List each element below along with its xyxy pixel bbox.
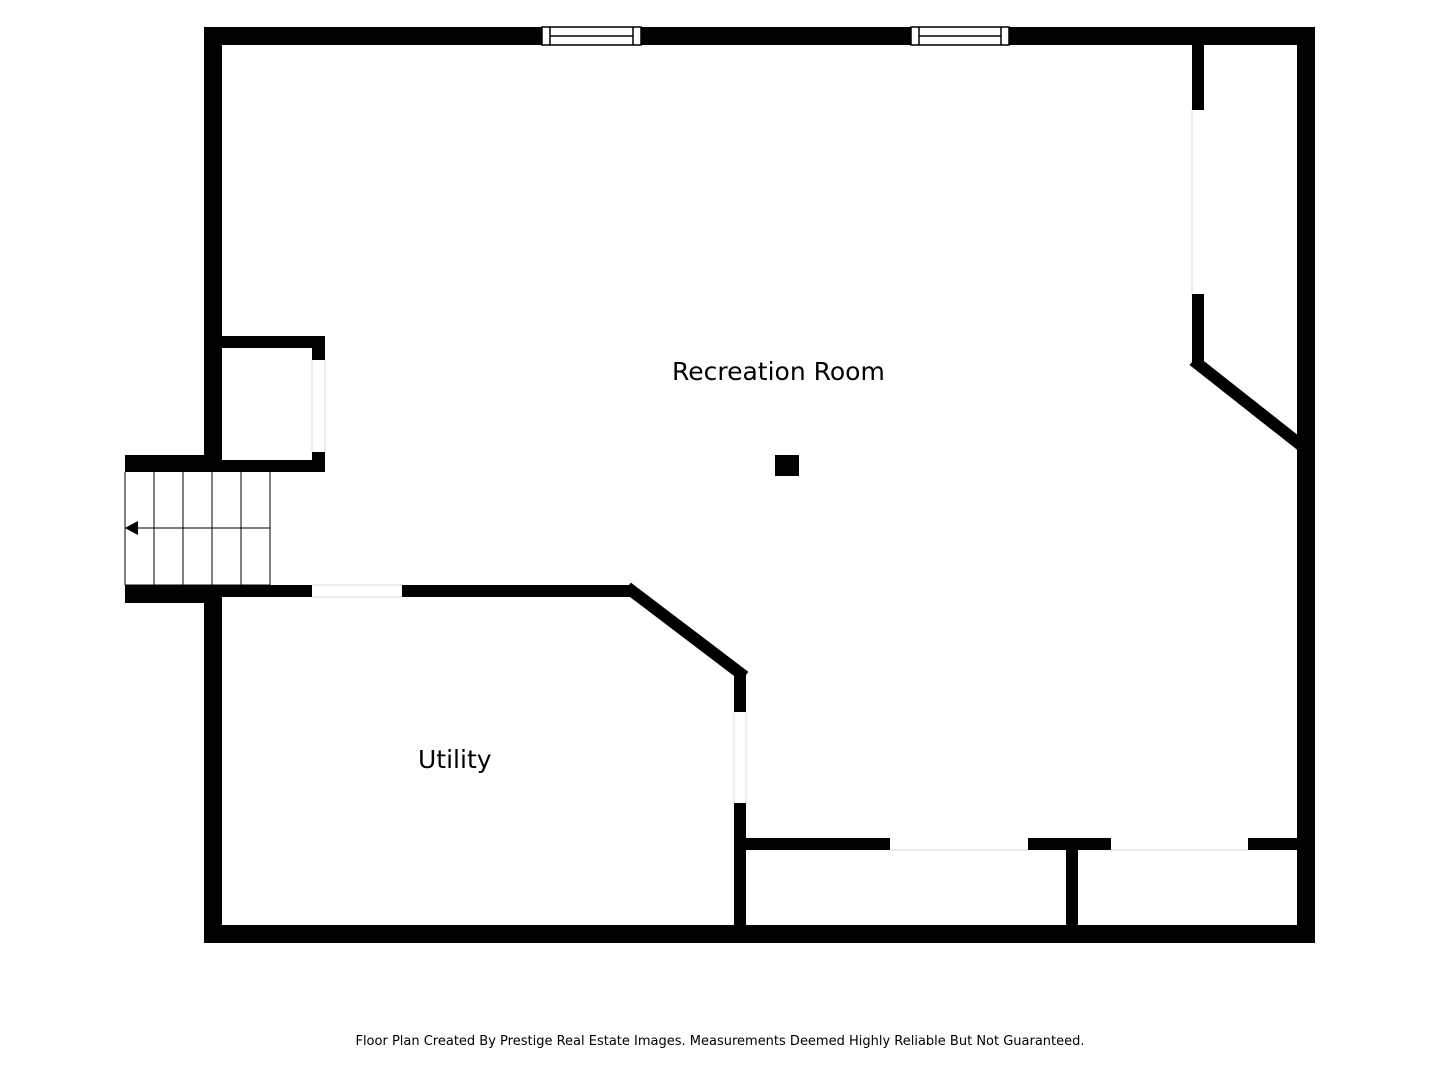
closet-wall-bottom (204, 460, 325, 472)
utility-wall-top-right (402, 585, 634, 597)
footer-disclaimer: Floor Plan Created By Prestige Real Esta… (355, 1034, 1085, 1049)
wall-top-left (204, 27, 542, 45)
stair-wall-bottom (125, 585, 222, 603)
utility-wall-right-upper (734, 671, 746, 712)
stairs (124, 472, 271, 586)
right-closet-wall-angled (1189, 355, 1311, 455)
lower-wall-left (734, 838, 890, 850)
wall-left-lower (204, 585, 222, 943)
support-column (775, 455, 799, 476)
room-label-utility: Utility (418, 745, 492, 774)
utility-wall-angled (623, 582, 749, 682)
utility-wall-right-lower (734, 803, 746, 943)
lower-divider (1066, 838, 1078, 943)
wall-top-right (1009, 27, 1315, 45)
wall-right (1297, 27, 1315, 943)
right-closet-wall-upper (1192, 27, 1204, 110)
arrow-left-icon (125, 521, 138, 535)
room-label-recreation: Recreation Room (672, 357, 885, 386)
closet-wall-right-upper (312, 336, 325, 360)
wall-top-middle (641, 27, 911, 45)
wall-left-upper (204, 27, 222, 472)
lower-wall-right (1248, 838, 1315, 850)
closet-wall-top (204, 336, 325, 348)
right-closet-wall-lower (1192, 294, 1204, 364)
stair-wall-top (125, 455, 222, 472)
utility-wall-top-left (204, 585, 312, 597)
wall-bottom (204, 925, 1315, 943)
